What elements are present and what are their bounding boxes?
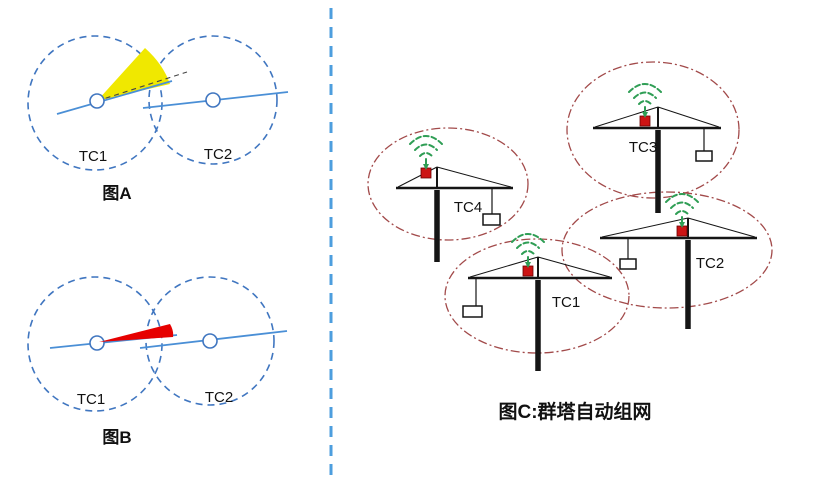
crane-tie-line — [687, 217, 756, 238]
arrow-down-icon — [679, 222, 685, 228]
crane-tie-line — [537, 256, 611, 278]
tc1-range-circle — [27, 276, 163, 412]
wifi-signal-icon — [409, 135, 443, 170]
crane-tie-line — [469, 256, 539, 278]
collision-sector-red — [99, 324, 174, 342]
load-box — [619, 258, 637, 270]
crane-tie-line — [594, 106, 659, 128]
crane-tc2: TC2 — [600, 193, 757, 329]
arrow-down-icon — [423, 164, 429, 170]
wifi-signal-icon — [665, 193, 699, 228]
crane-tie-line — [657, 106, 720, 128]
tc2-network-ellipse — [561, 191, 773, 309]
tc1-center-dot — [89, 335, 105, 351]
load-box — [482, 213, 501, 226]
tc1-range-circle — [27, 35, 163, 171]
tc2-label: TC2 — [696, 255, 724, 272]
tc3-label: TC3 — [629, 139, 657, 156]
figure-a: TC1 TC2 图A — [27, 35, 289, 203]
load-box — [695, 150, 713, 162]
figure-a-caption: 图A — [102, 184, 131, 203]
tc2-center-dot — [205, 92, 221, 108]
tc4-label: TC4 — [454, 199, 482, 216]
crane-tc1: TC1 — [462, 233, 612, 371]
collision-sector-yellow — [97, 48, 170, 101]
tc4-network-ellipse — [367, 127, 529, 241]
crane-tc3: TC3 — [593, 83, 721, 213]
tc1-jib-line — [56, 80, 173, 115]
figure-c: TC4 TC3 — [367, 61, 773, 423]
tc1-label: TC1 — [552, 294, 580, 311]
tc2-label: TC2 — [205, 389, 233, 406]
tc2-label: TC2 — [204, 146, 232, 163]
figure-c-caption: 图C:群塔自动组网 — [498, 400, 651, 423]
figure-b-caption: 图B — [102, 428, 131, 447]
tc1-center-dot — [89, 93, 105, 109]
tc1-label: TC1 — [79, 148, 107, 165]
arrow-down-icon — [525, 262, 531, 268]
crane-tc4: TC4 — [396, 135, 513, 262]
wifi-signal-icon — [511, 233, 545, 268]
sweep-dashed-line — [96, 71, 188, 102]
tc1-network-ellipse — [444, 238, 630, 354]
crane-tie-line — [436, 166, 512, 188]
crane-tie-line — [601, 217, 689, 238]
figure-b: TC1 TC2 图B — [27, 276, 288, 447]
load-box — [462, 305, 483, 318]
wifi-signal-icon — [628, 83, 662, 118]
arrow-down-icon — [642, 112, 648, 118]
tc3-network-ellipse — [566, 61, 740, 199]
tc2-range-circle — [148, 35, 278, 165]
tc1-label: TC1 — [77, 391, 105, 408]
tc2-range-circle — [145, 276, 275, 406]
tc2-center-dot — [202, 333, 218, 349]
